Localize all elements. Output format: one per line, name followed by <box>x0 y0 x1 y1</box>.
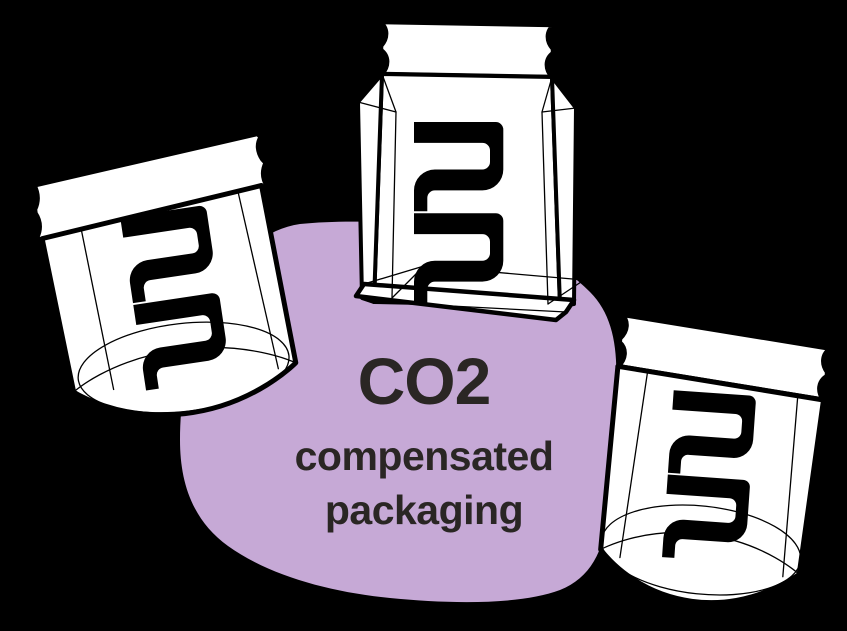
package-center <box>353 19 585 323</box>
badge-line-2: compensated <box>295 433 554 479</box>
package-left <box>31 131 299 418</box>
badge-line-3: packaging <box>325 487 523 533</box>
badge-headline: CO2 <box>358 344 491 418</box>
package-right <box>598 311 834 606</box>
